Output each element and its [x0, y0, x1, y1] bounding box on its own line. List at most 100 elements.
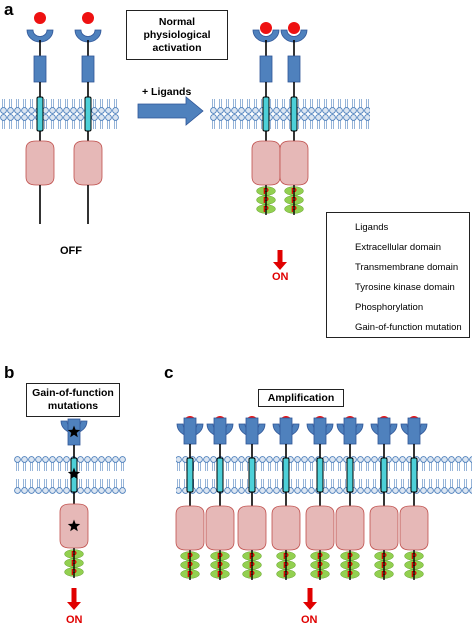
legend-label: Transmembrane domain: [355, 262, 459, 273]
panel-b-title-line-1: Gain-of-function: [32, 387, 114, 399]
receptors: PPPPPPPPPPPPPPPPPPPPPPPPPPPPPPPPP: [25, 12, 429, 580]
kinase-domain: [271, 505, 301, 551]
panel-b-title-box: Gain-of-function mutations: [26, 383, 120, 417]
transmembrane-domain: [346, 457, 354, 493]
transmembrane-domain: [262, 96, 270, 132]
panel-letter-c: c: [164, 363, 174, 382]
panel-a-on-label: ON: [272, 271, 289, 283]
panel-letter-a: a: [4, 0, 14, 19]
panel-b-on-label: ON: [66, 614, 83, 626]
extracellular-domain: [343, 417, 357, 445]
lipid-bilayer: [14, 456, 126, 494]
legend-label: Ligands: [355, 222, 389, 233]
transmembrane-domain: [186, 457, 194, 493]
lipid-bilayer: [176, 456, 472, 494]
receptor: [25, 12, 55, 224]
receptor: PPP: [369, 416, 399, 580]
on-arrow-head: [67, 602, 81, 610]
ligands-arrow-label: + Ligands: [142, 86, 192, 98]
kinase-domain: [237, 505, 267, 551]
kinase-domain: [251, 140, 281, 186]
on-arrow-head: [273, 262, 287, 270]
on-arrow-shaft: [307, 588, 313, 603]
legend-box: [326, 212, 470, 338]
mutation-star: [67, 467, 81, 480]
kinase-domain: [175, 505, 205, 551]
transmembrane-domain: [290, 96, 298, 132]
panel-a-title-line-3: activation: [152, 41, 202, 54]
extracellular-domain: [279, 417, 293, 445]
receptor: PPP: [279, 22, 309, 215]
activation-arrow: [137, 96, 204, 126]
kinase-domain: [305, 505, 335, 551]
ligand-dot: [34, 12, 46, 24]
transmembrane-domain: [248, 457, 256, 493]
transmembrane-domain: [216, 457, 224, 493]
receptor: PPP: [251, 22, 281, 215]
extracellular-domain: [377, 417, 391, 445]
lipid-bilayer: [210, 94, 370, 132]
receptor: PPP: [271, 416, 301, 580]
on-arrow-head: [303, 602, 317, 610]
kinase-domain: [205, 505, 235, 551]
panel-a-title-line-2: physiological: [143, 28, 211, 41]
kinase-domain: [279, 140, 309, 186]
membranes: [0, 94, 472, 494]
receptor: PPP: [305, 416, 335, 580]
extracellular-domain: [183, 417, 197, 445]
legend-label: Gain-of-function mutation: [355, 322, 462, 333]
ligand-dot: [288, 22, 300, 34]
extracellular-domain: [287, 55, 301, 83]
extracellular-domain: [33, 55, 47, 83]
receptor: [73, 12, 103, 224]
receptor: PPP: [335, 416, 365, 580]
receptor: PPP: [237, 416, 267, 580]
panel-c-on-label: ON: [301, 614, 318, 626]
kinase-domain: [335, 505, 365, 551]
off-label: OFF: [60, 245, 82, 257]
transmembrane-domain: [410, 457, 418, 493]
extracellular-domain: [313, 417, 327, 445]
mutation-star: [67, 519, 81, 532]
receptor: PPP: [59, 397, 89, 578]
receptor: PPP: [399, 416, 429, 580]
receptor: PPP: [205, 416, 235, 580]
extracellular-domain: [407, 417, 421, 445]
panel-b-title-line-2: mutations: [47, 400, 99, 412]
ligand-dot: [82, 12, 94, 24]
transmembrane-domain: [282, 457, 290, 493]
legend-label: Phosphorylation: [355, 302, 424, 313]
mutation-star: [67, 425, 81, 438]
kinase-domain: [73, 140, 103, 186]
extracellular-domain: [213, 417, 227, 445]
extracellular-domain: [81, 55, 95, 83]
ligand-binding-cup: [74, 29, 102, 43]
panel-a-title-line-1: Normal: [158, 15, 196, 28]
panel-c-title-box: Amplification: [258, 389, 344, 407]
transmembrane-domain: [316, 457, 324, 493]
panel-a-title-box: Normal physiological activation: [126, 10, 228, 60]
transmembrane-domain: [380, 457, 388, 493]
on-arrow-shaft: [71, 588, 77, 603]
on-arrow-shaft: [277, 250, 283, 263]
transmembrane-domain: [36, 96, 44, 132]
ligand-binding-cup: [280, 29, 308, 43]
extracellular-domain: [245, 417, 259, 445]
panel-letter-b: b: [4, 363, 15, 382]
ligand-dot: [260, 22, 272, 34]
ligand-binding-cup: [26, 29, 54, 43]
extracellular-domain: [259, 55, 273, 83]
arrows: [67, 96, 317, 610]
legend-label: Tyrosine kinase domain: [355, 282, 455, 293]
legend-label: Extracellular domain: [355, 242, 442, 253]
lipid-bilayer: [0, 94, 119, 132]
transmembrane-domain: [84, 96, 92, 132]
kinase-domain: [399, 505, 429, 551]
receptor: PPP: [175, 416, 205, 580]
kinase-domain: [369, 505, 399, 551]
panel-c-title: Amplification: [267, 391, 335, 404]
kinase-domain: [25, 140, 55, 186]
ligand-binding-cup: [252, 29, 280, 43]
